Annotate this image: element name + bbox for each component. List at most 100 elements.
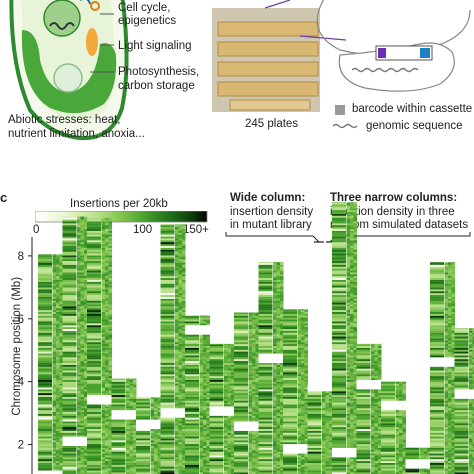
density-cell <box>101 238 105 241</box>
density-cell <box>255 353 259 356</box>
density-cell <box>80 470 84 473</box>
density-cell <box>332 419 346 422</box>
density-cell <box>255 400 259 403</box>
density-cell <box>56 370 60 373</box>
density-cell <box>353 434 357 437</box>
density-cell <box>273 342 277 345</box>
density-cell <box>276 451 280 454</box>
density-cell <box>297 449 301 452</box>
density-cell <box>84 451 88 454</box>
density-cell <box>353 438 357 441</box>
density-cell <box>280 294 284 297</box>
density-cell <box>283 428 297 431</box>
density-cell <box>258 451 273 454</box>
density-cell <box>350 272 354 275</box>
density-cell <box>283 385 297 388</box>
density-cell <box>52 342 56 345</box>
density-cell <box>182 308 186 311</box>
density-cell <box>203 436 207 439</box>
density-cell <box>231 379 235 382</box>
density-cell <box>199 330 203 333</box>
density-cell <box>105 438 109 441</box>
density-cell <box>325 413 329 416</box>
density-cell <box>150 464 154 467</box>
density-cell <box>231 375 235 379</box>
density-cell <box>276 279 280 282</box>
density-cell <box>108 230 112 233</box>
density-cell <box>108 375 112 379</box>
density-cell <box>52 419 56 422</box>
density-cell <box>101 400 105 403</box>
density-cell <box>160 340 175 343</box>
density-cell <box>248 336 252 339</box>
density-cell <box>80 311 84 314</box>
density-cell <box>80 372 84 375</box>
density-cell <box>160 372 175 375</box>
density-cell <box>258 449 273 452</box>
density-cell <box>84 408 88 411</box>
density-cell <box>108 317 112 320</box>
density-cell <box>150 436 154 439</box>
spot-icon <box>90 1 100 11</box>
density-cell <box>258 279 273 282</box>
density-cell <box>80 440 84 443</box>
density-cell <box>160 247 175 250</box>
density-cell <box>224 406 228 409</box>
density-cell <box>80 457 84 460</box>
density-cell <box>322 472 326 474</box>
density-cell <box>346 391 350 394</box>
density-cell <box>234 319 248 322</box>
density-cell <box>108 364 112 367</box>
density-cell <box>185 415 199 418</box>
density-cell <box>297 430 301 433</box>
density-cell <box>350 443 354 447</box>
density-cell <box>182 447 186 450</box>
density-cell <box>185 423 199 426</box>
density-cell <box>304 334 308 337</box>
density-cell <box>160 240 175 243</box>
density-cell <box>332 392 346 396</box>
density-cell <box>59 381 63 384</box>
density-cell <box>255 449 259 452</box>
density-cell <box>136 415 150 418</box>
density-cell <box>280 317 284 320</box>
density-cell <box>325 443 329 447</box>
density-cell <box>248 391 252 394</box>
density-cell <box>154 430 158 433</box>
density-cell <box>206 351 210 354</box>
density-cell <box>62 245 77 248</box>
density-cell <box>150 466 154 469</box>
density-cell <box>248 449 252 452</box>
density-cell <box>283 311 297 314</box>
density-cell <box>59 442 63 445</box>
density-cell <box>332 232 346 235</box>
density-cell <box>129 402 133 405</box>
density-cell <box>154 408 158 411</box>
density-cell <box>111 419 126 422</box>
density-cell <box>276 426 280 430</box>
density-cell <box>77 440 81 443</box>
density-cell <box>129 472 133 474</box>
density-cell <box>160 387 175 390</box>
density-cell <box>175 264 179 267</box>
density-cell <box>301 355 305 358</box>
density-cell <box>87 400 101 403</box>
density-cell <box>62 277 77 280</box>
density-cell <box>322 428 326 431</box>
density-cell <box>38 451 52 454</box>
density-cell <box>199 317 203 320</box>
density-cell <box>273 334 277 337</box>
density-cell <box>126 400 130 403</box>
density-cell <box>234 312 248 314</box>
density-cell <box>52 266 56 269</box>
density-cell <box>80 459 84 462</box>
density-cell <box>234 472 248 474</box>
density-cell <box>136 408 150 411</box>
density-cell <box>206 372 210 375</box>
density-cell <box>175 236 179 239</box>
density-cell <box>87 274 101 277</box>
density-cell <box>80 391 84 394</box>
density-cell <box>56 279 60 282</box>
density-cell <box>126 392 130 396</box>
density-cell <box>206 443 210 447</box>
